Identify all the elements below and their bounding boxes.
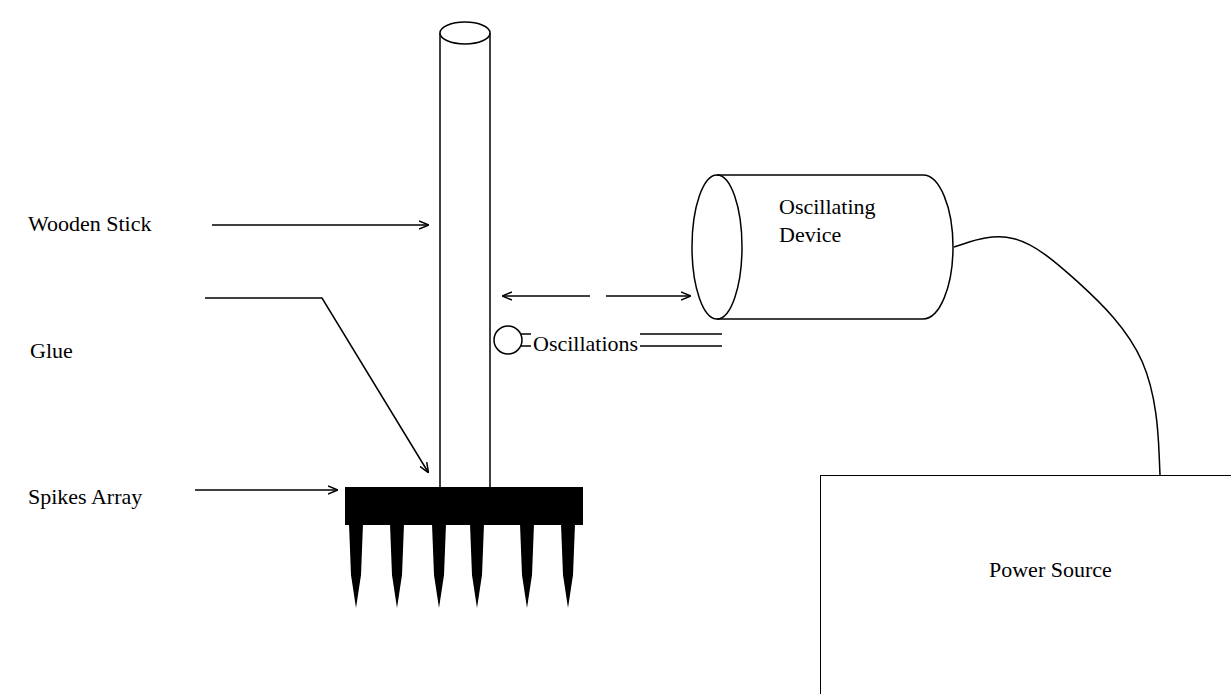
power-source-box: Power Source	[820, 475, 1231, 694]
motion-label: Oscillations	[531, 331, 640, 357]
spike	[432, 524, 446, 608]
oscillation-arrow	[503, 295, 690, 297]
spike	[520, 524, 534, 608]
node-text: Power Source	[989, 556, 1189, 584]
spike	[561, 524, 575, 608]
part-label: Spikes Array	[26, 484, 144, 510]
power-cable	[954, 237, 1160, 475]
spike	[390, 524, 404, 608]
node-text: Oscillating Device	[779, 193, 899, 248]
oscillating-device: Oscillating Device	[691, 173, 956, 321]
spike	[470, 524, 484, 608]
wooden-stick	[440, 22, 490, 488]
spike	[349, 524, 363, 608]
spikes-array	[345, 487, 583, 608]
part-label: Wooden Stick	[26, 211, 154, 237]
part-label: Glue	[28, 338, 75, 364]
leader-lines	[195, 225, 428, 490]
